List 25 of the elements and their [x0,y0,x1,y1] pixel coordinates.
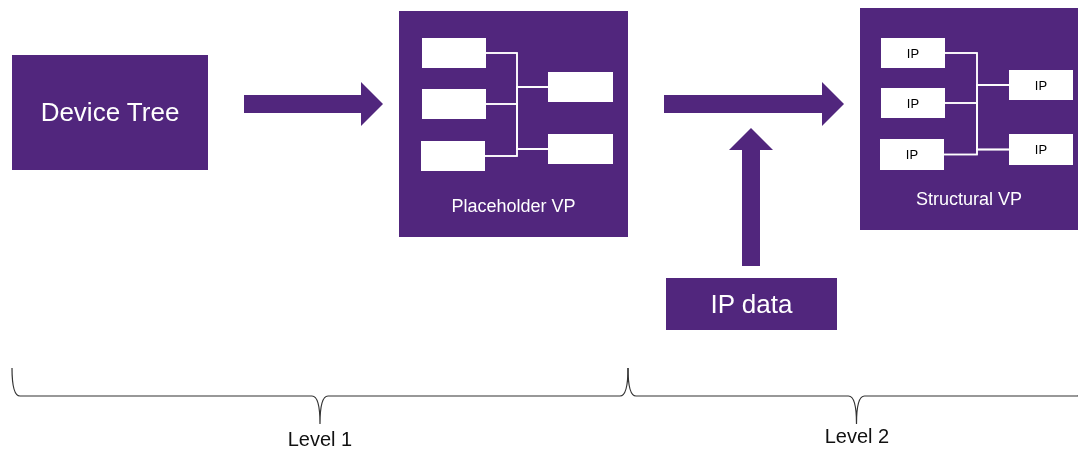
placeholder-box [421,141,485,171]
component-box [881,38,945,68]
component-box [880,139,944,170]
box-label: IP data [710,288,793,320]
component-label: IP [1034,142,1048,157]
placeholder-box [548,134,613,164]
process-box [12,55,208,170]
component-label: IP [1034,77,1048,93]
component-box [1009,70,1073,100]
level-label: Level 2 [823,425,891,448]
component-label: IP [905,147,919,162]
process-box [666,278,837,330]
component-label: IP [906,45,920,61]
component-label: IP [906,95,920,111]
component-box [881,88,945,118]
box-label: Placeholder VP [451,196,576,217]
placeholder-box [548,72,613,102]
container-box [860,8,1078,230]
placeholder-box [422,38,486,68]
component-box [1009,134,1073,165]
box-label: Device Tree [40,97,180,128]
placeholder-box [422,89,486,119]
box-label: Structural VP [915,189,1022,210]
container-box [399,11,628,237]
level-label: Level 1 [286,428,354,451]
